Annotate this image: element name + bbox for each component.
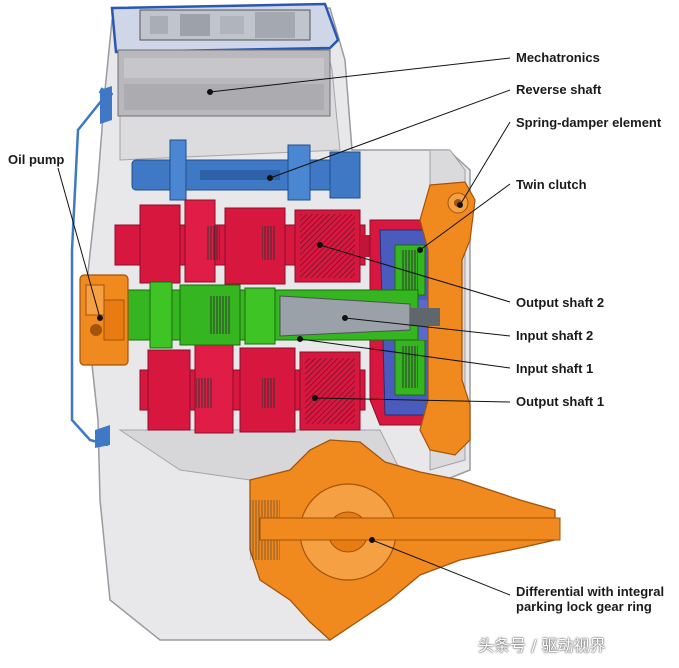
label-input-shaft-2: Input shaft 2 (516, 328, 594, 343)
output-shaft-2 (114, 199, 382, 285)
leader-output-shaft-2 (319, 244, 511, 303)
differential (249, 439, 561, 641)
label-output-shaft-2: Output shaft 2 (516, 295, 605, 310)
reverse-shaft (131, 139, 361, 201)
mechatronics-unit (100, 2, 340, 124)
oil-pump (79, 274, 129, 366)
leader-twin-clutch (419, 183, 511, 251)
leader-input-shaft-2 (344, 317, 511, 337)
leader-oil-pump (57, 167, 101, 319)
watermark: 头条号 / 驱动视界 (478, 636, 606, 655)
label-differential: Differential with integral parking lock … (516, 584, 665, 614)
leader-mechatronics (209, 57, 511, 93)
label-twin-clutch: Twin clutch (516, 177, 587, 192)
label-reverse-shaft: Reverse shaft (516, 82, 602, 97)
label-mechatronics: Mechatronics (516, 50, 600, 65)
leader-reverse-shaft (269, 89, 511, 179)
leader-output-shaft-1 (314, 397, 511, 403)
label-oil-pump: Oil pump (8, 152, 65, 167)
output-shaft-1 (139, 344, 366, 434)
label-input-shaft-1: Input shaft 1 (516, 361, 594, 376)
leader-input-shaft-1 (299, 338, 511, 369)
oil-pipe (70, 87, 114, 448)
label-spring-damper: Spring-damper element (516, 115, 662, 130)
leader-differential (371, 539, 511, 596)
input-shafts (117, 281, 440, 349)
label-output-shaft-1: Output shaft 1 (516, 394, 605, 409)
leader-spring-damper (459, 121, 511, 206)
leader-lines (57, 57, 511, 596)
